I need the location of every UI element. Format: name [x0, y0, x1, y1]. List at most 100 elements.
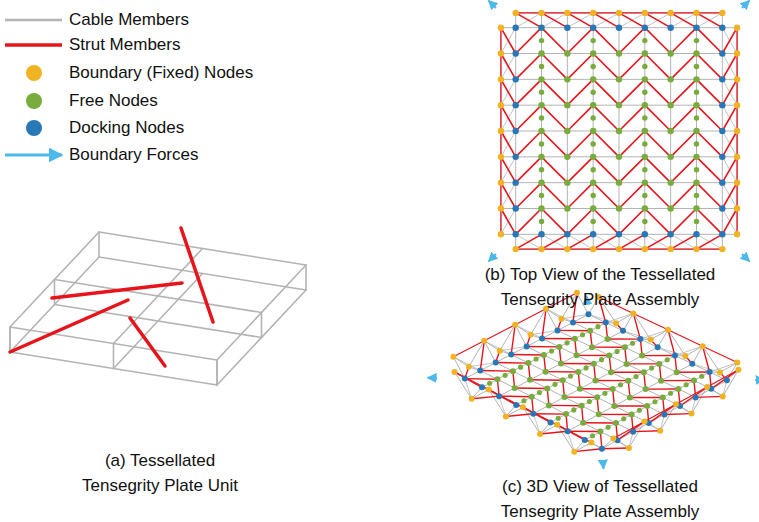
docking-node	[603, 320, 609, 326]
free-node	[546, 402, 552, 408]
cable-member	[542, 13, 568, 28]
free-node	[560, 377, 566, 383]
strut-member	[633, 313, 640, 339]
free-node	[642, 102, 648, 108]
strut-member	[642, 355, 675, 356]
strut-member	[696, 13, 722, 28]
docking-node	[719, 102, 725, 108]
boundary-node	[528, 332, 534, 338]
free-node	[616, 50, 622, 56]
free-node	[538, 76, 544, 82]
free-node	[667, 50, 673, 56]
free-node	[642, 141, 647, 146]
strut-member	[542, 54, 568, 80]
strut-member	[645, 157, 671, 183]
strut-member	[506, 414, 533, 417]
strut-member	[561, 363, 594, 365]
strut-member	[619, 105, 645, 131]
strut-member	[567, 131, 593, 157]
strut-member	[542, 234, 568, 249]
boundary-node	[642, 246, 648, 252]
cable-member	[619, 13, 645, 28]
strut-member	[542, 309, 546, 339]
free-node	[616, 102, 622, 108]
docking-node	[590, 231, 596, 237]
boundary-node	[554, 422, 560, 428]
strut-member	[668, 330, 675, 356]
boundary-node	[537, 431, 543, 437]
boundary-node	[498, 102, 504, 108]
cable-member	[10, 232, 99, 327]
free-node	[556, 344, 562, 350]
free-node	[537, 390, 542, 395]
free-node	[503, 373, 508, 378]
free-node	[590, 219, 595, 224]
free-node	[539, 64, 544, 69]
strut-member	[501, 208, 516, 234]
cable-member	[671, 234, 697, 249]
free-node	[693, 179, 699, 185]
boundary-node	[512, 10, 518, 16]
docking-node	[620, 328, 626, 334]
free-node	[577, 386, 583, 392]
free-node	[693, 205, 699, 211]
boundary-node	[735, 367, 741, 373]
cable-member	[558, 330, 696, 397]
boundary-node	[498, 50, 504, 56]
docking-node	[565, 428, 571, 434]
strut-member	[633, 313, 668, 329]
free-node	[616, 179, 622, 185]
cable-member	[261, 313, 263, 338]
cable-member	[501, 105, 516, 131]
strut-member	[619, 157, 645, 183]
free-node	[642, 154, 648, 160]
docking-node	[661, 412, 667, 418]
free-node	[590, 115, 595, 120]
strut-member	[619, 54, 645, 80]
boundary-node	[469, 396, 475, 402]
free-node	[543, 369, 549, 375]
cable-member	[640, 330, 668, 339]
strut-member	[501, 131, 516, 157]
free-node	[590, 102, 596, 108]
boundary-node	[642, 10, 648, 16]
docking-node	[693, 394, 699, 400]
cable-member	[542, 234, 568, 249]
cable-member	[55, 305, 262, 338]
strut-member	[593, 183, 619, 209]
free-node	[580, 332, 585, 337]
strut-member	[567, 13, 593, 28]
legend-text: Cable Members	[69, 10, 189, 29]
free-node	[694, 219, 699, 224]
docking-node	[630, 429, 636, 435]
free-node	[544, 385, 550, 391]
subfigure-caption: (b) Top View of the Tessellated Tensegri…	[466, 262, 734, 312]
strut-member	[608, 338, 641, 339]
boundary-node	[498, 154, 504, 160]
free-node	[564, 102, 570, 108]
plate-top-view-drawing	[489, 1, 750, 262]
free-node	[552, 382, 557, 387]
strut-member	[546, 371, 579, 373]
free-node	[529, 394, 535, 400]
free-node	[564, 76, 570, 82]
free-node	[613, 420, 619, 426]
strut-member	[619, 79, 645, 105]
strut-member	[593, 28, 619, 54]
strut-member	[661, 380, 694, 382]
free-node	[694, 193, 699, 198]
free-node	[644, 403, 650, 409]
boundary-node	[657, 428, 663, 434]
cable-member	[542, 338, 680, 406]
cable-member	[671, 13, 697, 28]
free-node	[699, 374, 704, 379]
free-node	[571, 407, 576, 412]
boundary-node	[616, 246, 622, 252]
free-node	[587, 399, 592, 404]
strut-member	[516, 183, 542, 209]
docking-node	[719, 179, 725, 185]
cable-member	[484, 341, 511, 355]
cable-member	[645, 234, 671, 249]
strut-member	[453, 341, 484, 357]
free-node	[660, 395, 666, 401]
